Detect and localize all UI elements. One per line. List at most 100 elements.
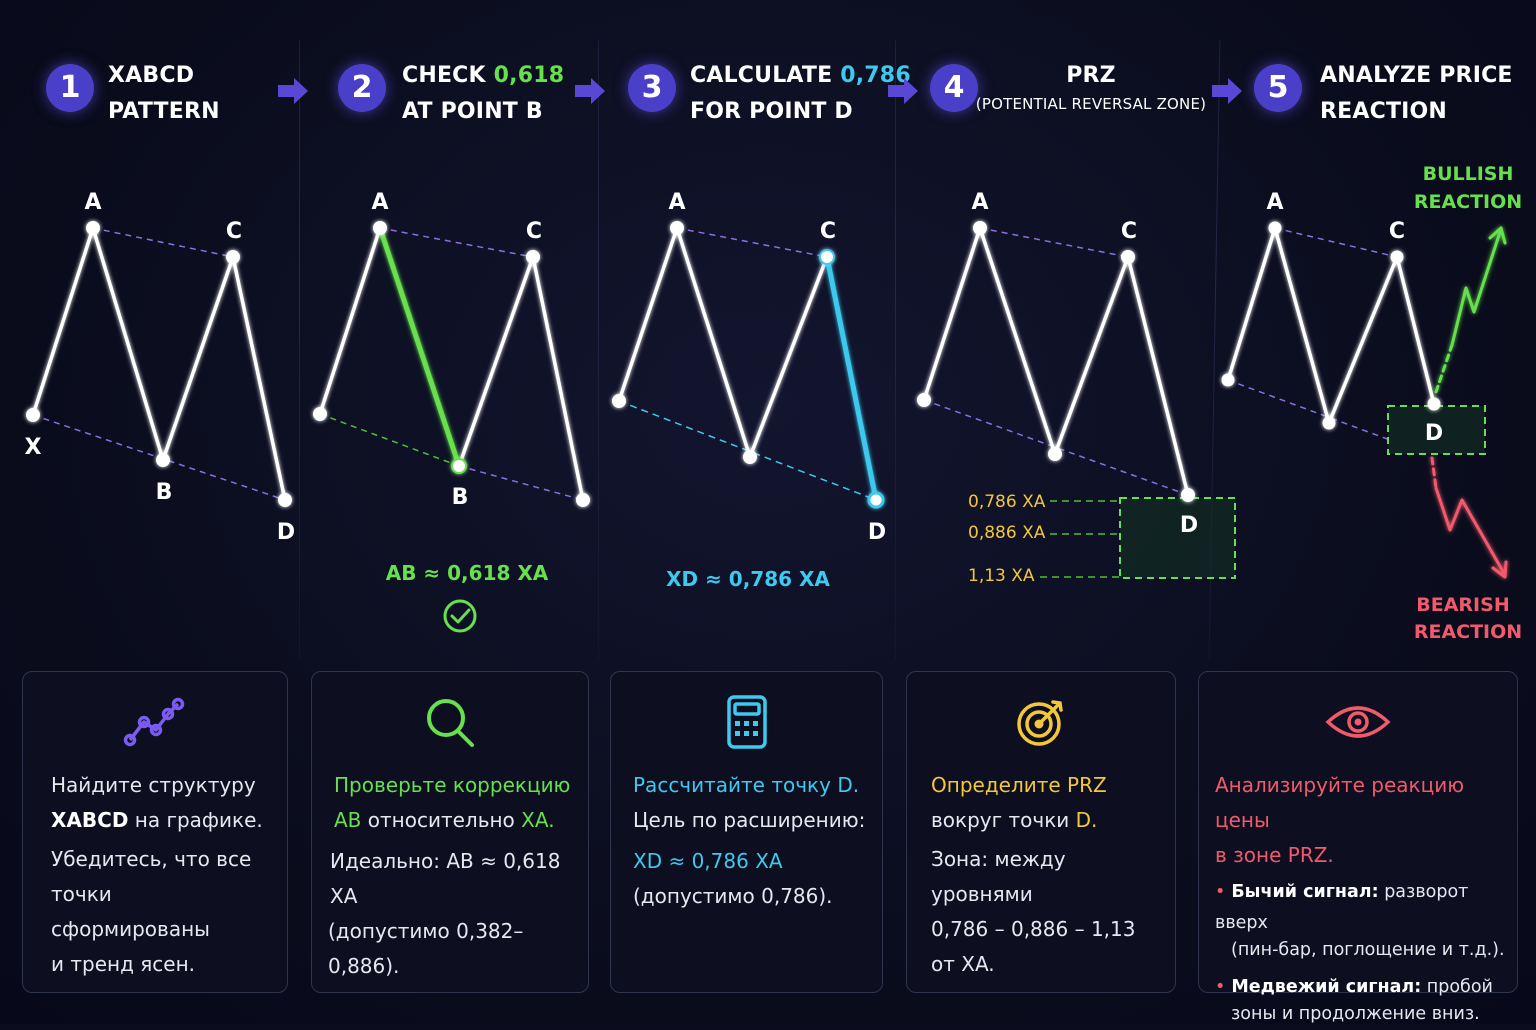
point-a [1268, 221, 1282, 235]
card-3: Рассчитайте точку D. Цель по расширению:… [610, 671, 883, 993]
label-c: C [226, 219, 242, 244]
arrow-right-icon [278, 78, 308, 104]
label-b: B [156, 480, 173, 505]
point-x [313, 407, 327, 421]
label-a: A [1266, 190, 1283, 215]
point-c [1121, 250, 1135, 264]
step-title: PRZ (POTENTIAL REVERSAL ZONE) [975, 63, 1207, 113]
eye-icon [1325, 706, 1391, 738]
price-zigzag [318, 227, 382, 415]
dashed-line [979, 227, 1129, 258]
label-a: A [971, 190, 988, 215]
point-c [526, 250, 540, 264]
panel-4-pattern: A C D 0,786 XA 0,886 XA 1,13 XA [917, 190, 1236, 586]
card-2: Проверьте коррекцию AB относительно XA. … [311, 671, 589, 993]
step-number-badge: 2 [338, 64, 386, 112]
step-number-badge: 4 [930, 64, 978, 112]
arrow-right-icon [888, 78, 918, 104]
dashed-line [92, 227, 234, 258]
point-d [576, 493, 590, 507]
point-a [973, 221, 987, 235]
point-b [451, 458, 467, 474]
card-1: Найдите структуру XABCD на графике. Убед… [22, 671, 288, 993]
xd-ratio-label: XD ≈ 0,786 XA [666, 567, 830, 591]
point-c [819, 249, 835, 265]
calculator-icon [726, 695, 767, 749]
dashed-line [1274, 227, 1398, 258]
label-c: C [820, 219, 836, 244]
dashed-line [379, 227, 534, 258]
point-x [1221, 373, 1235, 387]
point-d [1181, 488, 1195, 502]
step-title: CHECK 0,618 AT POINT B [402, 63, 565, 124]
column-divider [598, 40, 599, 660]
label-d: D [277, 520, 295, 545]
label-c: C [1389, 219, 1405, 244]
card-text: Найдите структуру XABCD на графике. Убед… [51, 773, 263, 976]
panel-2-pattern: A B C AB ≈ 0,618 XA [313, 190, 590, 633]
column-divider [299, 40, 300, 660]
search-icon [427, 699, 474, 747]
label-a: A [668, 190, 685, 215]
bullish-label: BULLISH [1423, 163, 1514, 185]
panel-3-pattern: A C D XD ≈ 0,786 XA [612, 190, 886, 591]
dashed-line [676, 227, 828, 258]
level-label: 0,786 XA [968, 492, 1046, 512]
point-d [278, 493, 292, 507]
point-b [743, 450, 757, 464]
label-c: C [1121, 219, 1137, 244]
check-circle-icon [443, 599, 477, 633]
card-text: Анализируйте реакцию цены в зоне PRZ. •Б… [1215, 773, 1505, 1024]
point-a [373, 221, 387, 235]
bearish-arrow-icon [1430, 456, 1508, 579]
label-d: D [1425, 421, 1443, 446]
step-number-badge: 3 [628, 64, 676, 112]
step-4-header: 4 PRZ (POTENTIAL REVERSAL ZONE) [930, 58, 1210, 138]
point-x [26, 408, 40, 422]
level-label: 0,886 XA [968, 523, 1046, 543]
label-d: D [1180, 513, 1198, 538]
level-label: 1,13 XA [968, 566, 1035, 586]
label-a: A [371, 190, 388, 215]
target-icon [1017, 700, 1063, 746]
point-x [612, 394, 626, 408]
point-d [1427, 397, 1441, 411]
label-a: A [84, 190, 101, 215]
dashed-line [1227, 379, 1391, 441]
card-4: Определите PRZ вокруг точки D. Зона: меж… [906, 671, 1176, 993]
bearish-label: REACTION [1414, 621, 1522, 643]
step-number-badge: 5 [1254, 64, 1302, 112]
panel-5-pattern: A C D BULLISH REACTION BEARISH REACTION [1221, 163, 1522, 643]
ab-leg-highlight [377, 227, 462, 467]
prz-zone [1387, 405, 1486, 455]
card-text: Определите PRZ вокруг точки D. Зона: меж… [931, 773, 1136, 976]
dashed-line [923, 399, 1189, 496]
step-title: CALCULATE 0,786 FOR POINT D [690, 63, 911, 124]
column-divider [895, 40, 896, 660]
arrow-right-icon [575, 78, 605, 104]
label-x: X [25, 435, 42, 460]
label-c: C [526, 219, 542, 244]
point-d [867, 491, 885, 509]
label-d: D [868, 520, 886, 545]
step-number-badge: 1 [46, 64, 94, 112]
prz-zone [1119, 497, 1236, 579]
cd-leg-highlight [824, 256, 879, 501]
bearish-label: BEARISH [1416, 594, 1509, 616]
card-5: Анализируйте реакцию цены в зоне PRZ. •Б… [1198, 671, 1518, 1024]
point-b [156, 453, 170, 467]
step-3-header: 3 CALCULATE 0,786 FOR POINT D [628, 58, 911, 138]
card-text: Проверьте коррекцию AB относительно XA. … [328, 773, 571, 978]
arrow-right-icon [1212, 78, 1242, 104]
card-text: Рассчитайте точку D. Цель по расширению:… [633, 773, 866, 908]
point-a [670, 221, 684, 235]
xabcd-diagrams: X A B C D A B C AB ≈ 0,618 XA [25, 163, 1523, 643]
point-b [1048, 447, 1062, 461]
point-c [226, 250, 240, 264]
label-b: B [452, 485, 469, 510]
point-c [1390, 250, 1404, 264]
